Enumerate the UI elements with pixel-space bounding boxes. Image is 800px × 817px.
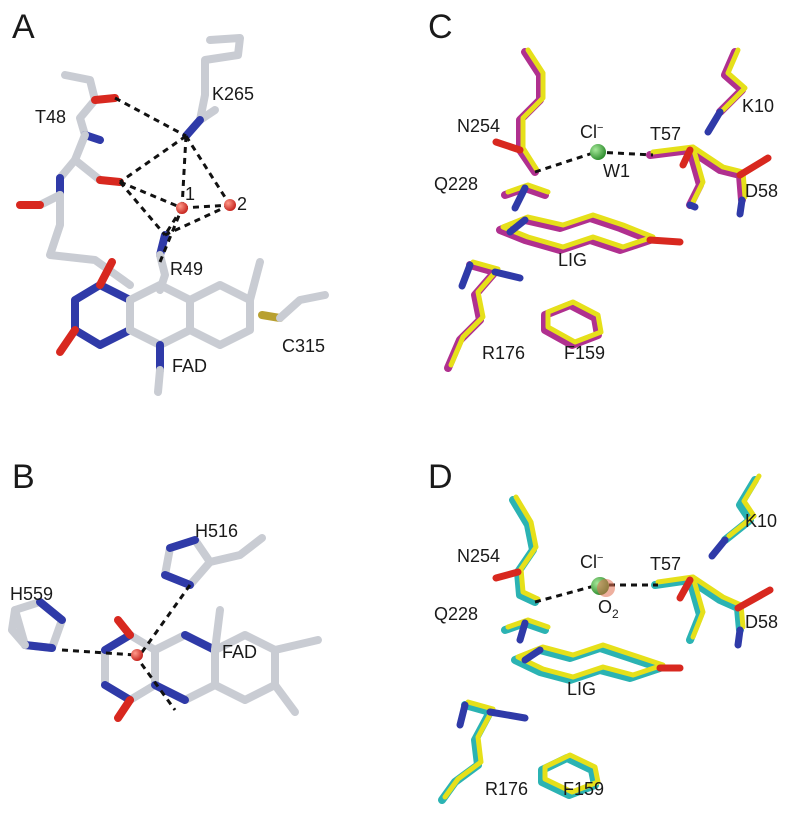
panel-letter-c: C xyxy=(428,8,453,46)
label-cl-c: Cl− xyxy=(580,122,603,142)
sticks-a xyxy=(16,34,329,396)
panel-d: D xyxy=(428,458,778,804)
label-water-1: 1 xyxy=(185,184,195,204)
label-h559: H559 xyxy=(10,584,53,604)
label-fad-b: FAD xyxy=(222,642,257,662)
hbonds-a xyxy=(114,96,232,263)
heteroatoms-c xyxy=(458,108,772,290)
label-lig-c: LIG xyxy=(558,250,587,270)
hbonds-d xyxy=(534,583,658,604)
panel-letter-d: D xyxy=(428,458,453,496)
label-k10-d: K10 xyxy=(745,511,777,531)
panel-b: B xyxy=(8,458,322,722)
label-water-2: 2 xyxy=(237,194,247,214)
label-t57-d: T57 xyxy=(650,554,681,574)
label-k10-c: K10 xyxy=(742,96,774,116)
label-h516: H516 xyxy=(195,521,238,541)
hbonds-b xyxy=(61,584,192,711)
label-r176-c: R176 xyxy=(482,343,525,363)
panel-letter-a: A xyxy=(12,8,35,46)
label-o2-d: O2 xyxy=(598,597,619,621)
label-r49: R49 xyxy=(170,259,203,279)
panel-c: C xyxy=(428,8,778,372)
label-cl-d: Cl− xyxy=(580,552,603,572)
panel-letter-b: B xyxy=(12,458,35,496)
label-d58-c: D58 xyxy=(745,181,778,201)
label-q228-d: Q228 xyxy=(434,604,478,624)
oxygen-sphere-b xyxy=(131,649,143,661)
heteroatoms-d xyxy=(456,536,774,729)
label-n254-c: N254 xyxy=(457,116,500,136)
sticks-c-magenta xyxy=(444,48,746,372)
label-k265: K265 xyxy=(212,84,254,104)
label-q228-c: Q228 xyxy=(434,174,478,194)
water-1-sphere xyxy=(176,202,188,214)
label-w1-c: W1 xyxy=(603,161,630,181)
label-t57-c: T57 xyxy=(650,124,681,144)
label-c315: C315 xyxy=(282,336,325,356)
label-t48: T48 xyxy=(35,107,66,127)
chloride-sphere-c xyxy=(590,144,606,160)
label-r176-d: R176 xyxy=(485,779,528,799)
label-n254-d: N254 xyxy=(457,546,500,566)
label-f159-d: F159 xyxy=(563,779,604,799)
hbonds-c xyxy=(534,150,654,174)
sticks-c-yellow xyxy=(448,47,748,368)
label-f159-c: F159 xyxy=(564,343,605,363)
label-d58-d: D58 xyxy=(745,612,778,632)
water-2-sphere xyxy=(224,199,236,211)
label-fad-a: FAD xyxy=(172,356,207,376)
dioxygen-sphere-d xyxy=(597,579,615,597)
sticks-b xyxy=(8,534,322,722)
sticks-d-yellow xyxy=(442,473,762,800)
panel-a: A xyxy=(12,8,329,396)
label-lig-d: LIG xyxy=(567,679,596,699)
sticks-d-cyan xyxy=(438,476,759,804)
